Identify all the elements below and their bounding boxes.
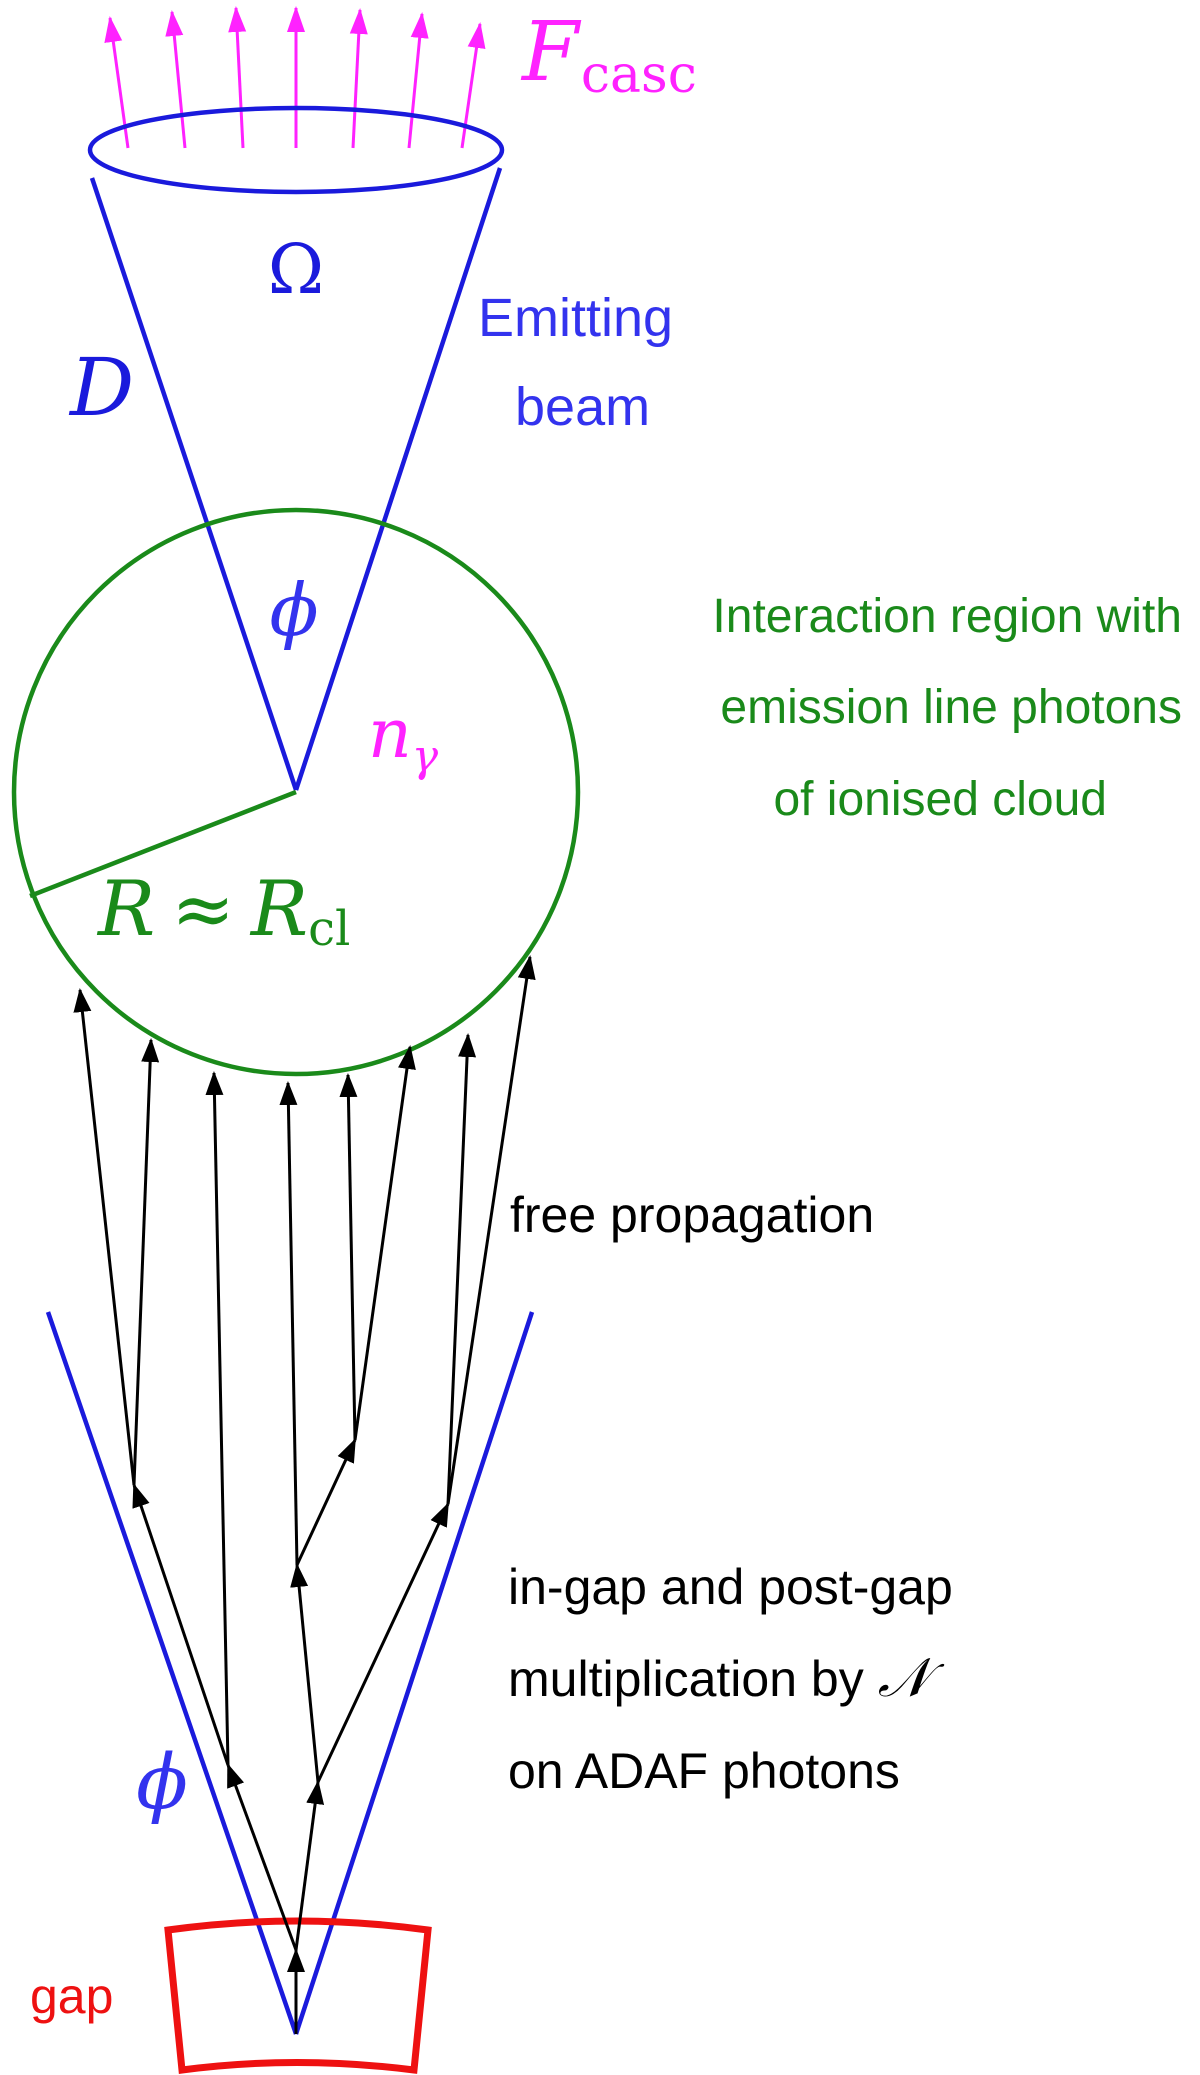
particle-track (446, 1033, 477, 1505)
flux-arrow (165, 10, 187, 149)
particle-track (226, 1763, 298, 1951)
emitting-beam-label-line2: beam (515, 377, 650, 437)
radius-label: R≈Rcl (96, 864, 350, 957)
labels: Fcasc Ω D Emitting beam ϕ nγ Interaction… (30, 5, 1182, 2024)
gap-cone-left-edge (45, 1311, 299, 2035)
free-propagation-label: free propagation (510, 1187, 874, 1243)
gap-region-outline (164, 1917, 432, 2074)
interaction-region-circle (11, 507, 581, 1077)
phi-bottom-label: ϕ (136, 1737, 188, 1826)
multiplication-label-line3: on ADAF photons (508, 1743, 900, 1799)
particle-track (132, 1038, 160, 1486)
interaction-region-label-line1: Interaction region with (712, 590, 1182, 643)
flux-arrow (407, 12, 429, 149)
interaction-region-label-line2: emission line photons (720, 681, 1182, 734)
multiplication-label-line1: in-gap and post-gap (508, 1559, 953, 1615)
beam-aperture-ellipse (87, 105, 505, 195)
emitting-beam-label-line1: Emitting (478, 288, 673, 348)
beam-cone-left-edge (89, 177, 299, 791)
particle-track (205, 1071, 230, 1766)
emitting-beam-cone (87, 105, 505, 791)
gap-cone (45, 1311, 535, 2035)
flux-arrow (349, 8, 368, 149)
particle-cascade (73, 955, 536, 2034)
particle-track (294, 1780, 325, 1951)
interaction-region (11, 507, 581, 1077)
n-gamma-label: nγ (368, 695, 439, 782)
flux-arrow (228, 6, 247, 149)
omega-label: Ω (268, 231, 324, 310)
distance-d-label: D (68, 341, 134, 434)
beam-cone-right-edge (293, 167, 503, 791)
particle-track (279, 1081, 299, 1566)
particle-track (295, 1438, 357, 1566)
f-casc-label: Fcasc (520, 5, 697, 105)
particle-track (73, 988, 136, 1486)
particle-track (290, 1563, 320, 1783)
particle-track (353, 1045, 416, 1441)
particle-track (446, 955, 536, 1505)
particle-track (339, 1073, 358, 1441)
phi-top-label: ϕ (269, 568, 318, 652)
particle-track (316, 1502, 450, 1783)
particle-track (132, 1483, 230, 1766)
gap-label: gap (30, 1968, 113, 2024)
radius-line (29, 789, 297, 899)
gap-cone-right-edge (293, 1311, 535, 2035)
interaction-region-label-line3: of ionised cloud (773, 773, 1107, 826)
cascade-flux-arrows (104, 6, 486, 149)
